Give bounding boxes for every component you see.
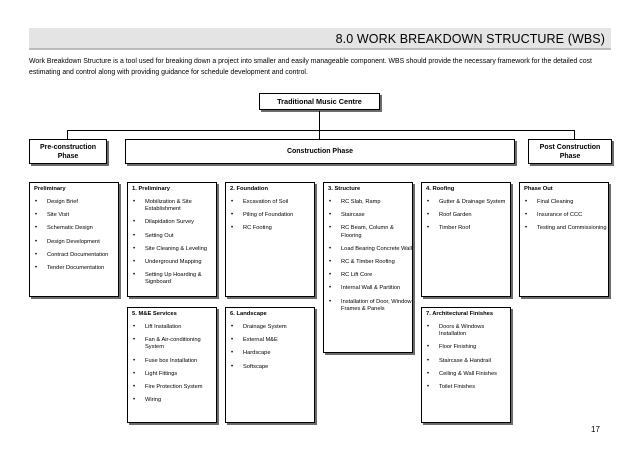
list-item: Doors & Windows Installation <box>426 324 510 338</box>
wbs-column-preliminary: Preliminary Design Brief Site Visit Sche… <box>29 182 119 297</box>
list-item: Tender Documentation <box>34 265 118 272</box>
list-item: Drainage System <box>230 324 314 331</box>
page-title: 8.0 WORK BREAKDOWN STRUCTURE (WBS) <box>335 32 605 46</box>
list-item: Softscape <box>230 364 314 371</box>
column-title: 1. Preliminary <box>132 186 171 192</box>
list-item: Fire Protection System <box>132 384 216 391</box>
list-item: Testing and Commissioning <box>524 225 608 232</box>
wbs-column-architectural-finishes: 7. Architectural Finishes Doors & Window… <box>421 307 511 423</box>
list-item: Piling of Foundation <box>230 212 314 219</box>
list-item: RC Lift Core <box>328 272 412 279</box>
list-item: Design Development <box>34 239 118 246</box>
list-item: RC Beam, Column & Flooring <box>328 225 412 239</box>
column-title: 5. M&E Services <box>132 311 177 317</box>
intro-paragraph: Work Breakdown Structure is a tool used … <box>29 58 592 76</box>
list-item: Lift Installation <box>132 324 216 331</box>
phase-post-label: Post Construction Phase <box>539 143 601 160</box>
column-title: 7. Architectural Finishes <box>426 311 494 317</box>
list-item: Insurance of CCC <box>524 212 608 219</box>
list-item: Internal Wall & Partition <box>328 285 412 292</box>
list-item: Installation of Door, Window Frames & Pa… <box>328 299 412 313</box>
list-item: Excavation of Soil <box>230 199 314 206</box>
connector-root-down <box>319 111 320 130</box>
column-title: Preliminary <box>34 186 66 192</box>
page-number: 17 <box>591 425 600 434</box>
list-item: Fan & Air-conditioning System <box>132 337 216 351</box>
list-item: Site Cleaning & Leveling <box>132 246 216 253</box>
phase-pre-construction: Pre-construction Phase <box>29 139 107 164</box>
phase-construction-label: Construction Phase <box>286 147 354 155</box>
header-bar: 8.0 WORK BREAKDOWN STRUCTURE (WBS) <box>29 28 611 50</box>
list-item: Hardscape <box>230 350 314 357</box>
list-item: Timber Roof <box>426 225 510 232</box>
wbs-column-foundation: 2. Foundation Excavation of Soil Piling … <box>225 182 315 297</box>
list-item: Roof Garden <box>426 212 510 219</box>
list-item: Ceiling & Wall Finishes <box>426 371 510 378</box>
list-item: Staircase <box>328 212 412 219</box>
list-item: Fuse box Installation <box>132 358 216 365</box>
list-item: Wiring <box>132 397 216 404</box>
connector-post-down <box>574 130 575 140</box>
column-title: 3. Structure <box>328 186 361 192</box>
connector-construction-down <box>319 130 320 140</box>
list-item: Final Cleaning <box>524 199 608 206</box>
wbs-column-phase-out: Phase Out Final Cleaning Insurance of CC… <box>519 182 609 297</box>
list-item: Setting Up Hoarding & Signboard <box>132 272 216 286</box>
root-node: Traditional Music Centre <box>259 93 380 110</box>
list-item: External M&E <box>230 337 314 344</box>
list-item: Contract Documentation <box>34 252 118 259</box>
list-item: Load Bearing Concrete Wall <box>328 246 412 253</box>
list-item: Floor Finishing <box>426 344 510 351</box>
phase-post-construction: Post Construction Phase <box>528 139 612 164</box>
wbs-column-structure: 3. Structure RC Slab, Ramp Staircase RC … <box>323 182 413 353</box>
list-item: Schematic Design <box>34 225 118 232</box>
list-item: RC Footing <box>230 225 314 232</box>
list-item: Setting Out <box>132 233 216 240</box>
phase-construction: Construction Phase <box>125 139 515 164</box>
list-item: Mobilization & Site Establishment <box>132 199 216 213</box>
list-item: Underground Mapping <box>132 259 216 266</box>
connector-pre-down <box>67 130 68 140</box>
column-title: 2. Foundation <box>230 186 268 192</box>
list-item: Design Brief <box>34 199 118 206</box>
wbs-column-me-services: 5. M&E Services Lift Installation Fan & … <box>127 307 217 423</box>
column-title: 4. Roofing <box>426 186 455 192</box>
column-title: 6. Landscape <box>230 311 267 317</box>
connector-phase-horizontal <box>67 130 575 131</box>
list-item: RC Slab, Ramp <box>328 199 412 206</box>
list-item: Site Visit <box>34 212 118 219</box>
column-title: Phase Out <box>524 186 553 192</box>
list-item: Light Fittings <box>132 371 216 378</box>
list-item: Gutter & Drainage System <box>426 199 510 206</box>
wbs-column-roofing: 4. Roofing Gutter & Drainage System Roof… <box>421 182 511 297</box>
list-item: Staircase & Handrail <box>426 358 510 365</box>
phase-pre-label: Pre-construction Phase <box>39 143 96 160</box>
wbs-column-preliminary-works: 1. Preliminary Mobilization & Site Estab… <box>127 182 217 297</box>
list-item: Dilapidation Survey <box>132 219 216 226</box>
root-label: Traditional Music Centre <box>277 96 362 106</box>
list-item: RC & Timber Roofing <box>328 259 412 266</box>
list-item: Toilet Finishes <box>426 384 510 391</box>
wbs-column-landscape: 6. Landscape Drainage System External M&… <box>225 307 315 423</box>
